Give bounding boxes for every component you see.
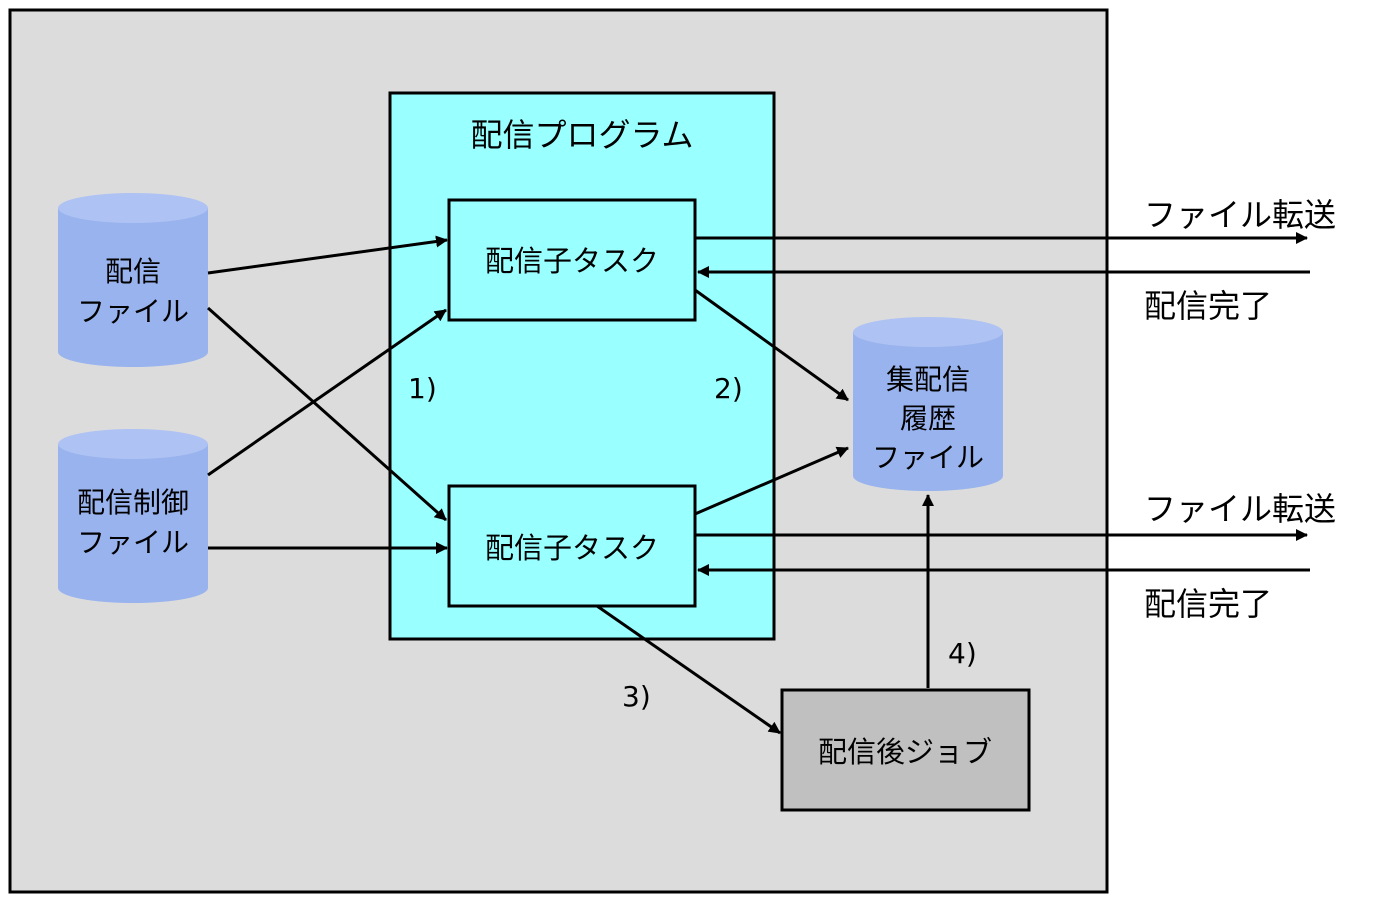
arrow-task-bottom-to-post-job — [596, 604, 781, 735]
arrow-task-top-to-history — [694, 288, 849, 402]
task-box-top — [447, 198, 697, 322]
control-file-label-1: 配信制御 — [77, 486, 189, 519]
step-3-label: 3) — [622, 680, 651, 713]
step-4-label: 4) — [948, 637, 977, 670]
arrow-control-to-task-top — [207, 308, 447, 477]
step-1-label: 1) — [408, 372, 437, 405]
history-file-label-3: ファイル — [872, 441, 984, 474]
delivery-file-label-1: 配信 — [105, 255, 161, 288]
complete-label-bottom: 配信完了 — [1144, 585, 1272, 623]
delivery-file-cylinder: 配信 ファイル — [58, 193, 208, 367]
arrow-delivery-to-task-top — [207, 235, 448, 275]
step-2-label: 2) — [714, 372, 743, 405]
history-file-label-2: 履歴 — [900, 402, 956, 435]
history-file-cylinder: 集配信 履歴 ファイル — [853, 317, 1003, 491]
complete-label-top: 配信完了 — [1144, 287, 1272, 325]
history-file-label-1: 集配信 — [886, 363, 970, 396]
control-file-label-2: ファイル — [77, 526, 189, 559]
task-box-bottom — [447, 484, 697, 608]
delivery-file-label-2: ファイル — [77, 295, 189, 328]
arrow-delivery-to-task-bottom — [207, 306, 447, 522]
transfer-label-bottom: ファイル転送 — [1144, 490, 1336, 528]
transfer-label-top: ファイル転送 — [1144, 196, 1336, 234]
arrow-task-bottom-to-history — [694, 446, 849, 516]
task-label-bottom: 配信子タスク — [485, 531, 659, 565]
program-title: 配信プログラム — [470, 116, 693, 154]
post-job-label: 配信後ジョブ — [818, 735, 992, 769]
task-label-top: 配信子タスク — [485, 244, 659, 278]
post-job-box — [780, 688, 1031, 812]
control-file-cylinder: 配信制御 ファイル — [58, 429, 208, 603]
